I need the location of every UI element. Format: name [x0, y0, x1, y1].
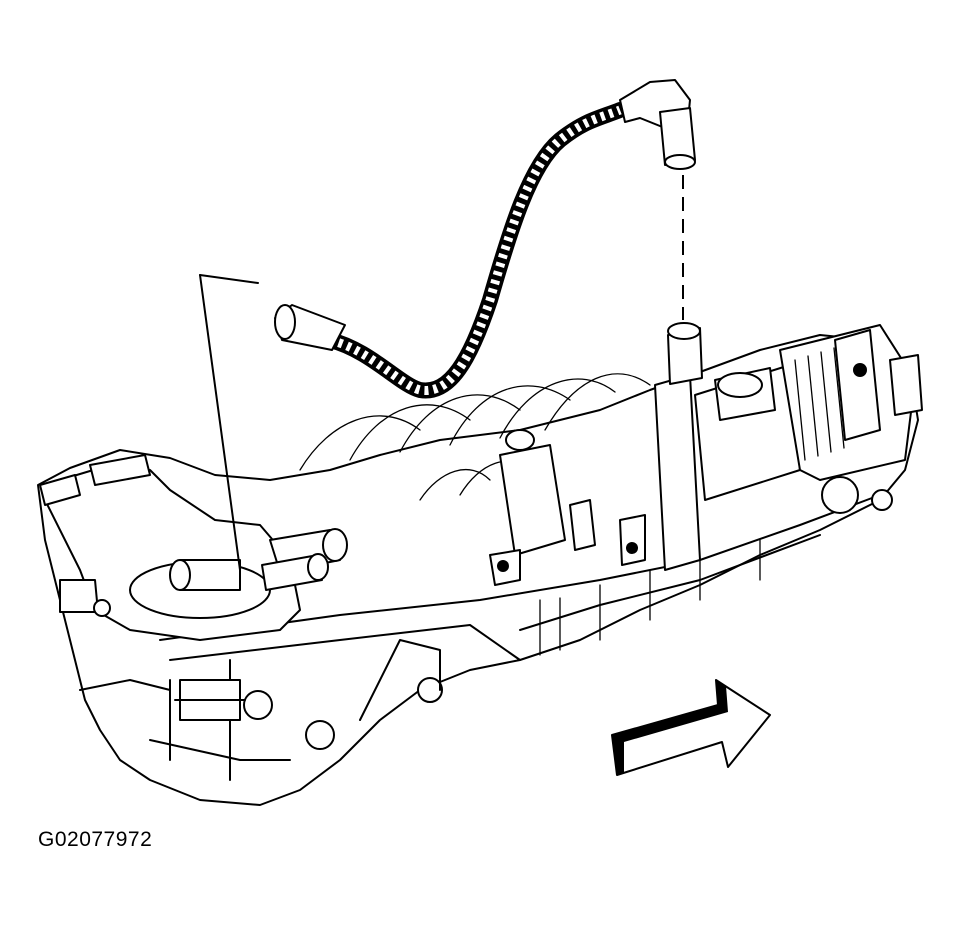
left-housing [39, 454, 348, 721]
direction-arrow-icon [611, 679, 771, 776]
intake-manifold [37, 334, 919, 806]
callout-leader [199, 274, 259, 571]
spark-plug-wire [274, 79, 696, 399]
figure-caption: G02077972 [38, 828, 153, 851]
coil-pack [654, 322, 923, 571]
center-sensor [489, 429, 646, 586]
